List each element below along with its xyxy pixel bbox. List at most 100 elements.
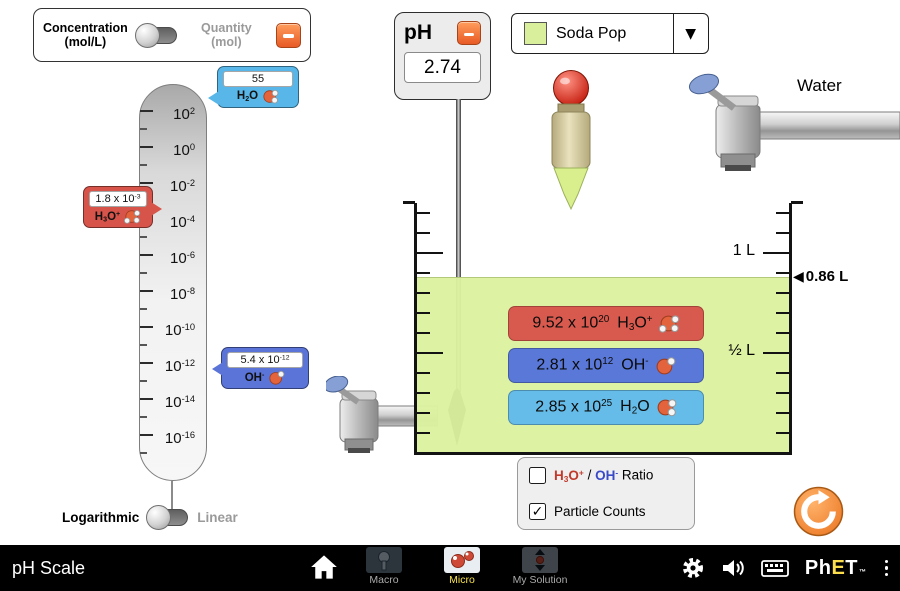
beaker-tick xyxy=(776,292,789,294)
ratio-checkbox[interactable] xyxy=(529,467,546,484)
beaker-tick xyxy=(776,392,789,394)
beaker-tick xyxy=(776,372,789,374)
dropper[interactable] xyxy=(537,60,605,212)
h3o-formula: H3O+ xyxy=(617,314,653,333)
collapse-ph-meter-button[interactable] xyxy=(457,21,481,45)
tick-label: 10-16 xyxy=(140,424,206,454)
beaker-tick xyxy=(763,252,789,254)
phet-menu-icon[interactable] xyxy=(883,558,891,579)
minus-icon xyxy=(283,34,294,38)
micro-thumbnail-icon xyxy=(444,547,480,573)
tick-label: 102 xyxy=(140,100,206,130)
solution-color-swatch xyxy=(524,22,547,45)
ratio-checkbox-row[interactable]: H3O+ / OH- Ratio xyxy=(529,467,683,484)
scale-type-toggle: Logarithmic Linear xyxy=(62,505,238,530)
logarithmic-label: Logarithmic xyxy=(62,510,140,525)
ph-probe[interactable] xyxy=(456,99,461,392)
h3o-count-value: 9.52 x 1020 xyxy=(532,314,610,332)
water-faucet-label: Water xyxy=(797,76,842,95)
particle-counts-checkbox[interactable]: ✓ xyxy=(529,503,546,520)
tick-label: 10-6 xyxy=(140,244,206,274)
oh-formula-label: OH- xyxy=(227,370,303,385)
ph-value-readout: 2.74 xyxy=(404,52,481,83)
ratio-label: H3O+ / OH- Ratio xyxy=(554,467,654,484)
h3o-formula-label: H3O+ xyxy=(89,209,147,224)
solution-combobox[interactable]: Soda Pop ▼ xyxy=(511,13,709,54)
beaker-tick xyxy=(417,212,430,214)
screen-selector: Macro Micro My Solution xyxy=(352,547,572,586)
particle-count-h2o: 2.85 x 1025 H2O xyxy=(508,390,704,425)
units-toggle-panel: Concentration (mol/L) Quantity (mol) xyxy=(33,8,311,62)
beaker-tick xyxy=(417,332,430,334)
preferences-gear-icon[interactable] xyxy=(681,556,705,580)
macro-thumbnail-icon xyxy=(366,547,402,573)
particle-count-h3o: 9.52 x 1020 H3O+ xyxy=(508,306,704,341)
particle-counts-label: Particle Counts xyxy=(554,504,646,519)
beaker-tick xyxy=(417,312,430,314)
beaker-tick xyxy=(417,432,430,434)
particle-counts-checkbox-row[interactable]: ✓ Particle Counts xyxy=(529,503,683,520)
graph-toggle-connector xyxy=(171,481,173,512)
selected-solution-label: Soda Pop xyxy=(556,24,627,42)
tick-label: 10-14 xyxy=(140,388,206,418)
toggle-knob[interactable] xyxy=(134,22,160,48)
chevron-down-icon[interactable]: ▼ xyxy=(685,25,696,42)
beaker-tick xyxy=(776,332,789,334)
quantity-label: Quantity (mol) xyxy=(201,20,252,49)
oh-molecule-icon xyxy=(269,370,285,385)
toggle-knob[interactable] xyxy=(146,505,172,530)
oh-count-value: 2.81 x 1012 xyxy=(536,356,614,374)
beaker-tick xyxy=(776,212,789,214)
tick-label: 100 xyxy=(140,136,206,166)
view-controls-panel: H3O+ / OH- Ratio ✓ Particle Counts xyxy=(517,457,695,530)
beaker-tick xyxy=(417,412,430,414)
particle-count-oh: 2.81 x 1012 OH- xyxy=(508,348,704,383)
volume-readout: 0.86 L xyxy=(805,268,849,285)
beaker-tick xyxy=(417,232,430,234)
beaker-tick xyxy=(776,272,789,274)
keyboard-icon[interactable] xyxy=(760,557,789,579)
my-solution-thumbnail-icon xyxy=(522,547,558,573)
h2o-molecule-icon xyxy=(263,89,279,104)
h3o-molecule-icon xyxy=(658,315,679,333)
h2o-formula: H2O xyxy=(620,398,650,417)
dropper-body[interactable] xyxy=(551,111,591,169)
callout-pointer xyxy=(151,202,162,216)
oh-molecule-icon xyxy=(656,357,675,375)
faucet-spout xyxy=(715,103,761,159)
h3o-molecule-icon xyxy=(124,210,141,224)
reset-all-button[interactable] xyxy=(793,486,844,537)
tick-label: 10-10 xyxy=(140,316,206,346)
water-faucet-handle[interactable] xyxy=(688,71,721,97)
units-toggle-switch[interactable] xyxy=(134,22,177,48)
screen-my-solution[interactable]: My Solution xyxy=(508,547,572,586)
screen-micro[interactable]: Micro xyxy=(430,547,494,586)
screen-macro[interactable]: Macro xyxy=(352,547,416,586)
sound-icon[interactable] xyxy=(721,557,745,579)
beaker-tick xyxy=(776,312,789,314)
minus-icon xyxy=(464,32,474,36)
log-scale-graph: 102 100 10-2 10-4 10-6 10-8 10-10 10-12 … xyxy=(139,84,207,481)
faucet-pipe xyxy=(749,111,900,140)
water-faucet xyxy=(688,71,900,171)
beaker-tick xyxy=(417,292,430,294)
volume-indicator: ◀ 0.86 L xyxy=(793,268,848,285)
h3o-value: 1.8 x 10-3 xyxy=(89,191,147,207)
concentration-label: Concentration (mol/L) xyxy=(43,20,128,49)
oh-value: 5.4 x 10-12 xyxy=(227,352,303,368)
callout-pointer xyxy=(208,91,219,105)
oh-formula: OH- xyxy=(621,356,649,374)
beaker-tick xyxy=(417,372,430,374)
dropper-bulb[interactable] xyxy=(553,70,589,106)
drain-faucet-handle[interactable] xyxy=(326,376,350,395)
beaker-tick xyxy=(417,272,430,274)
reset-arrow-icon xyxy=(801,494,836,529)
scale-toggle-switch[interactable] xyxy=(146,505,189,530)
left-triangle-icon: ◀ xyxy=(793,268,804,285)
collapse-graph-button[interactable] xyxy=(276,22,301,48)
h2o-count-value: 2.85 x 1025 xyxy=(535,398,613,416)
home-icon[interactable] xyxy=(310,554,338,580)
beaker-tick xyxy=(776,432,789,434)
